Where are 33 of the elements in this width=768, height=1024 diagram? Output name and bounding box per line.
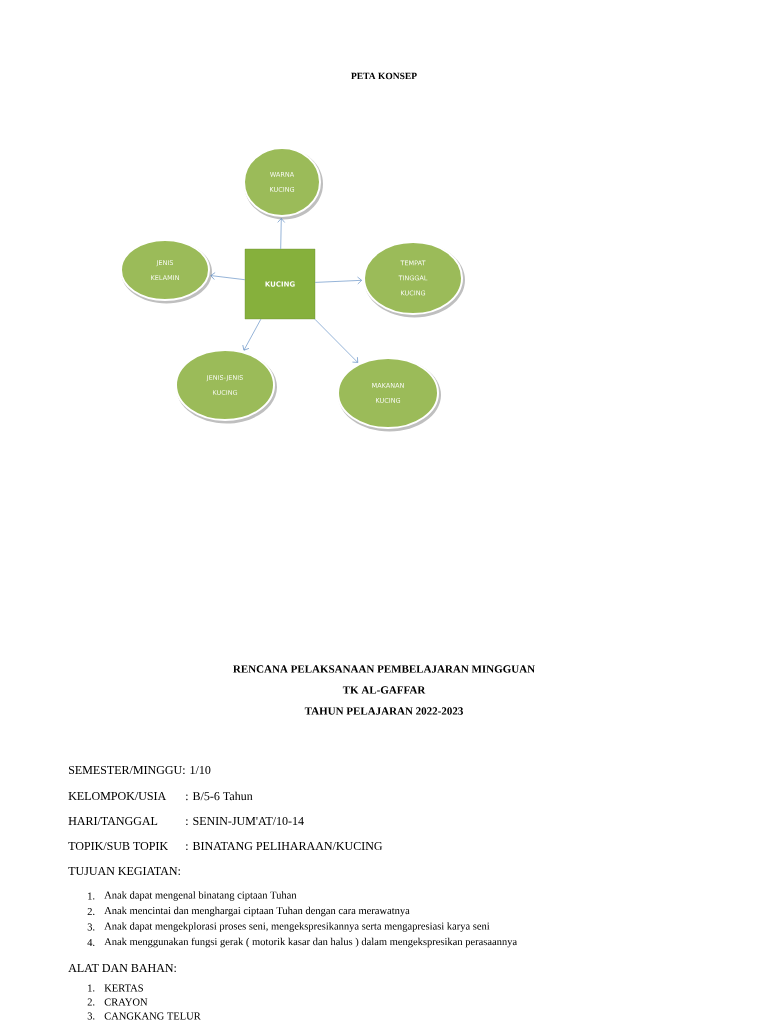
list-number: 1. bbox=[88, 984, 95, 992]
arrow bbox=[314, 276, 362, 285]
field-text: KELOMPOK/USIA bbox=[68, 791, 167, 801]
arrow bbox=[242, 318, 262, 351]
list-item: CRAYON bbox=[104, 998, 148, 1006]
arrow bbox=[314, 318, 359, 363]
list-item: CANGKANG TELUR bbox=[104, 1012, 201, 1020]
heading-text: TAHUN PELAJARAN 2022-2023 bbox=[304, 707, 463, 715]
field-text: : B/5-6 Tahun bbox=[186, 791, 253, 801]
field-text: : BINATANG PELIHARAAN/KUCING bbox=[186, 841, 383, 851]
heading-text: TK AL-GAFFAR bbox=[342, 686, 426, 694]
field-text: : 1/10 bbox=[183, 765, 211, 775]
field-text: SEMESTER/MINGGU bbox=[69, 765, 182, 775]
field-text: ALAT DAN BAHAN: bbox=[68, 963, 176, 973]
list-number: 4. bbox=[87, 939, 95, 947]
arrow bbox=[210, 272, 246, 280]
list-number: 2. bbox=[87, 907, 95, 916]
field-text: HARI/TANGGAL bbox=[68, 816, 158, 826]
list-item: Anak mencintai dan menghargai ciptaan Tuhan dengan cara merawatnya bbox=[104, 906, 410, 917]
list-number: 3. bbox=[87, 923, 95, 931]
diagram-title: PETA KONSEP bbox=[351, 72, 417, 80]
list-item: Anak menggunakan fungsi gerak ( motorik kasar dan halus ) dalam mengekspresikan perasaannya bbox=[104, 937, 517, 948]
heading-text: RENCANA PELAKSANAAN PEMBELAJARAN MINGGUAN bbox=[233, 665, 535, 673]
list-item: Anak dapat mengenal binatang ciptaan Tuhan bbox=[104, 891, 297, 901]
list-number: 2. bbox=[87, 998, 95, 1006]
list-number: 1. bbox=[88, 892, 95, 900]
list-item: Anak dapat mengekplorasi proses seni, mengekspresikannya serta mengapresiasi karya seni bbox=[104, 922, 490, 932]
arrow bbox=[277, 218, 285, 250]
field-text: TUJUAN KEGIATAN: bbox=[68, 866, 180, 876]
list-item: KERTAS bbox=[104, 984, 143, 992]
list-number: 3. bbox=[87, 1012, 95, 1020]
field-text: TOPIK/SUB TOPIK bbox=[68, 841, 168, 851]
field-text: : SENIN-JUM'AT/10-14 bbox=[186, 816, 304, 826]
